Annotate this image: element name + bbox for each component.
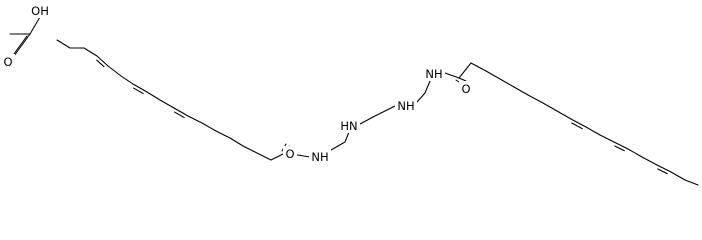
right-chain-bond [613, 141, 629, 150]
atom-labels: OH O O NH HN NH NH O [1, 3, 473, 164]
atom-label-nh: NH [425, 67, 442, 81]
linker-c-bond [424, 80, 431, 94]
right-chain-bond [556, 110, 572, 120]
structure-diagram: OH O O NH HN NH NH O [1, 3, 699, 186]
left-chain-bond [242, 145, 258, 154]
linker-a-bond [344, 131, 350, 143]
atom-label-nh: NH [397, 99, 414, 113]
acetic-acid-carbonyl-o: O [1, 54, 15, 69]
right-chain-bond [684, 179, 699, 186]
left-chain-bond [146, 91, 161, 101]
right-chain-double-bond [657, 168, 668, 175]
left-chain-bond [132, 83, 148, 93]
right-chain-bond [670, 171, 686, 181]
right-chain-bond [627, 148, 643, 158]
right-chain-bond [513, 86, 529, 96]
left-chain-bond [229, 137, 244, 147]
left-amide-oxygen: O [283, 146, 297, 161]
right-chain-bond [585, 126, 601, 136]
atom-label-o: O [285, 147, 294, 161]
atom-label-oh: OH [31, 4, 49, 18]
atom-label-nh: NH [311, 150, 328, 164]
left-amide-nh: NH [309, 149, 331, 164]
linker-b-bond [372, 109, 388, 118]
right-amide-nh: NH [423, 66, 445, 81]
atom-label-o: O [3, 55, 12, 69]
right-chain-bond [527, 94, 544, 104]
left-chain-bond [120, 75, 134, 85]
left-chain-bond [56, 39, 71, 49]
left-chain-bond [83, 47, 98, 57]
right-chain-double-bond [614, 145, 625, 152]
atom-label-o: O [461, 82, 470, 96]
right-chain-bond [656, 164, 672, 173]
acid-c-oh-bond [29, 16, 41, 35]
right-chain-bond [470, 62, 487, 72]
left-chain-bond [107, 65, 122, 77]
left-chain-bond [215, 130, 231, 139]
right-chain-double-bond [571, 122, 583, 130]
bond-lines [9, 16, 699, 186]
acid-c-o-bond [13, 33, 31, 57]
amine-hn: HN [338, 118, 360, 133]
left-chain-bond [201, 122, 217, 132]
linker-c-bond [416, 92, 426, 103]
linker-b-bond [359, 116, 374, 125]
left-chain-bond [270, 152, 286, 161]
left-chain-double-bond [133, 87, 144, 95]
right-amide-oxygen: O [459, 81, 473, 96]
acetic-acid-oh: OH [30, 3, 50, 18]
left-chain-bond [256, 152, 272, 161]
right-chain-bond [570, 118, 587, 128]
left-chain-bond [173, 107, 189, 117]
right-chain-bond [458, 62, 472, 79]
right-chain-bond [542, 102, 558, 112]
right-chain-bond [485, 70, 501, 80]
atom-label-hn: HN [340, 119, 357, 133]
left-chain-double-bond [96, 59, 105, 68]
right-amide-n-c-bond [444, 72, 460, 79]
right-chain-bond [599, 134, 615, 143]
linker-b-bond [386, 105, 396, 111]
left-chain-bond [96, 55, 109, 67]
right-chain-bond [641, 156, 658, 166]
left-chain-double-bond [174, 111, 185, 119]
left-chain-bond [187, 115, 203, 124]
left-chain-bond [159, 99, 175, 109]
right-amide-c-o-bond [458, 77, 467, 82]
right-chain-bond [499, 78, 515, 88]
amine-nh: NH [395, 98, 417, 113]
linker-a-bond [330, 141, 346, 151]
